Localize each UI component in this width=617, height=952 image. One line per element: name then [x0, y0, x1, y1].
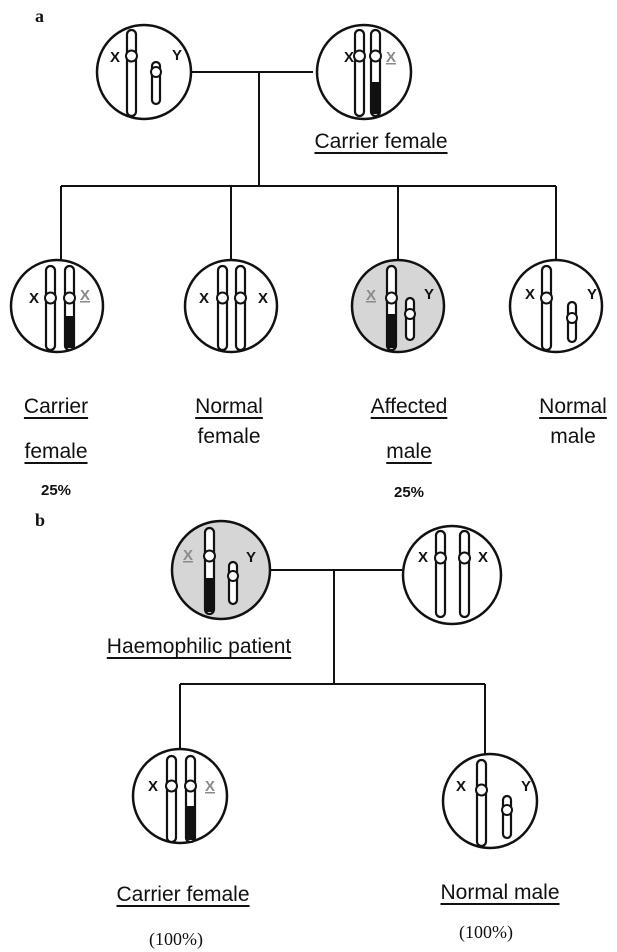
offspring-affected-male-cell	[352, 260, 444, 352]
chrom-letter-x: X	[110, 49, 120, 66]
offspring-b-2-percentage: (100%)	[459, 922, 513, 943]
offspring-b-2-label: Normal male	[440, 882, 559, 903]
father-haemophilic-cell	[172, 521, 270, 619]
chrom-letter-x: X	[478, 549, 488, 566]
chrom-letter-affected-x: X	[366, 287, 376, 304]
offspring-2-label-line2: female	[197, 426, 260, 447]
mother-label: Carrier female	[314, 131, 447, 152]
chrom-letter-affected-x: X	[386, 49, 396, 66]
chrom-letter-y: Y	[246, 549, 256, 566]
offspring-3-percentage: 25%	[394, 484, 424, 501]
offspring-2-label-line1: Normal	[195, 396, 263, 417]
panel-label-b: b	[35, 510, 45, 531]
chrom-letter-affected-x: X	[80, 287, 90, 304]
offspring-3-label-line2: male	[386, 441, 432, 462]
offspring-carrier-female-cell	[11, 260, 103, 352]
chrom-letter-affected-x: X	[205, 778, 215, 795]
offspring-normal-male-cell	[510, 260, 602, 352]
panel-label-a: a	[35, 6, 44, 27]
offspring-4-label-line2: male	[550, 426, 596, 447]
mother-carrier-female-cell	[317, 25, 411, 119]
mother-normal-female-cell	[403, 526, 501, 624]
chrom-letter-x: X	[258, 290, 268, 307]
chrom-letter-y: Y	[587, 286, 597, 303]
chrom-letter-y: Y	[521, 778, 531, 795]
offspring-4-label-line1: Normal	[539, 396, 607, 417]
chrom-letter-x: X	[456, 778, 466, 795]
offspring-1-percentage: 25%	[41, 482, 71, 499]
offspring-b-1-label: Carrier female	[116, 884, 249, 905]
offspring-1-label-line1: Carrier	[24, 396, 88, 417]
chrom-letter-y: Y	[424, 286, 434, 303]
chromosome-letters: X Y X X X X X X X Y X Y X Y X X X X X Y	[29, 47, 597, 795]
offspring-1-label-line2: female	[24, 441, 87, 462]
father-label: Haemophilic patient	[107, 636, 291, 657]
offspring-b-1-percentage: (100%)	[149, 929, 203, 950]
father-normal-male-cell	[97, 25, 191, 119]
chrom-letter-y: Y	[172, 47, 182, 64]
chrom-letter-x: X	[29, 290, 39, 307]
offspring-3-label-line1: Affected	[371, 396, 448, 417]
offspring-b-carrier-female-cell	[133, 749, 227, 843]
chrom-letter-x: X	[418, 549, 428, 566]
chrom-letter-affected-x: X	[183, 547, 193, 564]
chrom-letter-x: X	[148, 778, 158, 795]
chrom-letter-x: X	[525, 286, 535, 303]
offspring-b-normal-male-cell	[443, 754, 537, 848]
chrom-letter-x: X	[344, 49, 354, 66]
chrom-letter-x: X	[199, 290, 209, 307]
